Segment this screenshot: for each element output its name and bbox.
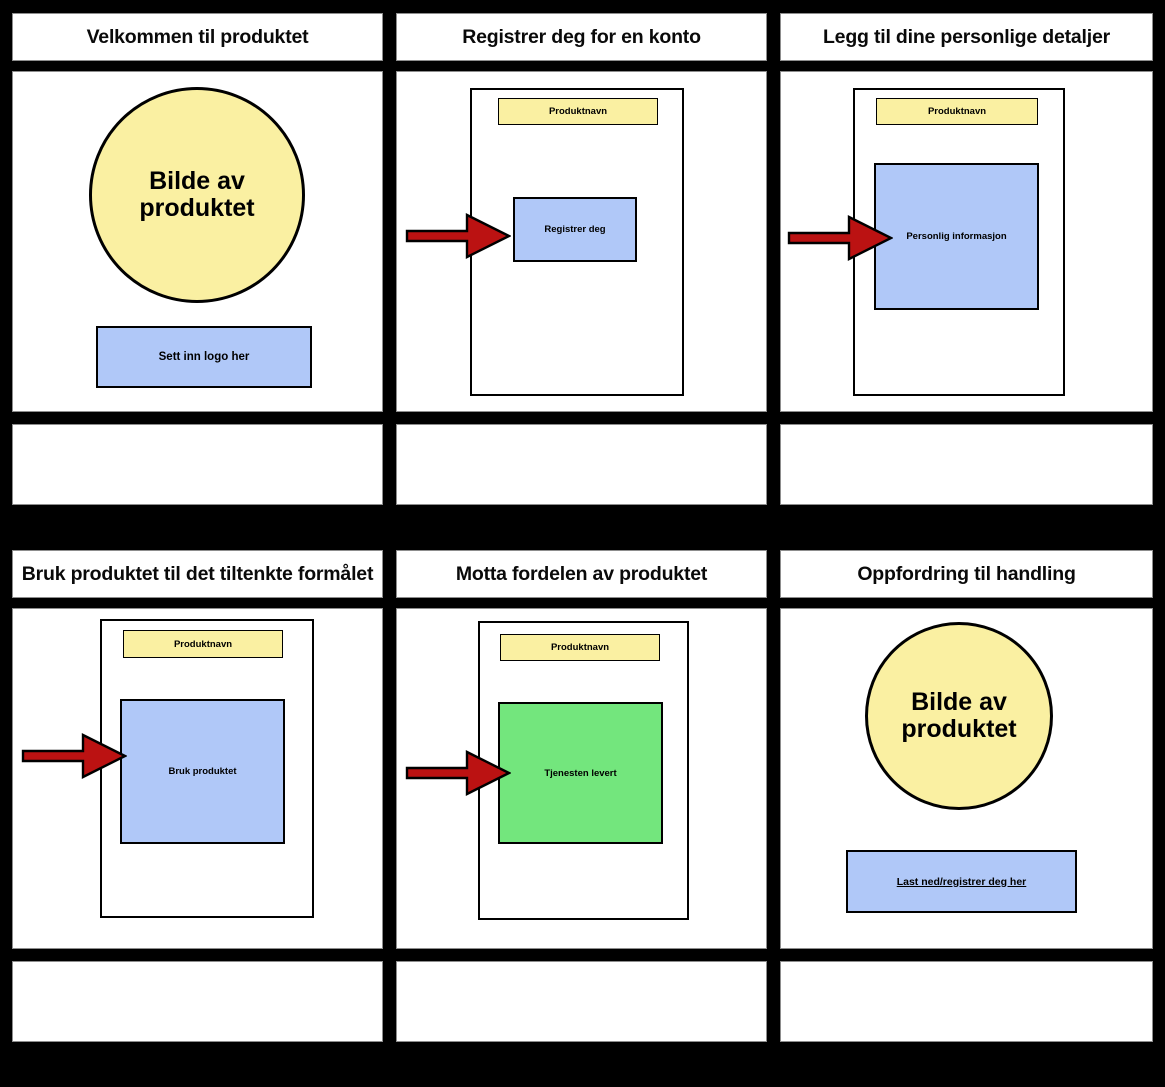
panel-art-area[interactable]: Produktnavn Personlig informasjon [780,71,1153,412]
panel-art-area[interactable]: Bilde av produktet Sett inn logo her [12,71,383,412]
panel-art-area[interactable]: Produktnavn Bruk produktet [12,608,383,949]
panel-title-box[interactable]: Registrer deg for en konto [396,13,767,61]
product-name-bar: Produktnavn [500,634,660,661]
product-name-label: Produktnavn [550,642,610,653]
panel-caption-box[interactable] [12,424,383,505]
panel-title-box[interactable]: Legg til dine personlige detaljer [780,13,1153,61]
panel-title: Motta fordelen av produktet [455,562,708,585]
storyboard-panel-2[interactable]: Registrer deg for en konto Produktnavn R… [396,0,767,520]
panel-caption-box[interactable] [396,961,767,1042]
panel-title: Bruk produktet til det tiltenkte formåle… [21,562,374,585]
product-name-bar: Produktnavn [876,98,1038,125]
product-name-label: Produktnavn [173,638,233,650]
panel-title: Oppfordring til handling [857,562,1076,585]
logo-placeholder-label: Sett inn logo her [158,351,250,363]
storyboard-panel-3[interactable]: Legg til dine personlige detaljer Produk… [780,0,1153,520]
call-to-action-box[interactable]: Last ned/registrer deg her [846,850,1077,913]
panel-caption-box[interactable] [780,961,1153,1042]
panel-caption-box[interactable] [396,424,767,505]
panel-title: Registrer deg for en konto [462,25,701,48]
screen-content-label: Personlig informasjon [906,231,1007,242]
screen-content-box[interactable]: Personlig informasjon [874,163,1039,310]
call-to-action-link[interactable]: Last ned/registrer deg her [896,875,1027,888]
screen-content-box[interactable]: Bruk produktet [120,699,285,844]
product-image-circle-label: Bilde av produktet [139,167,255,222]
product-name-bar: Produktnavn [498,98,658,125]
screen-content-label: Tjenesten levert [544,767,617,779]
pointing-arrow-icon [787,214,893,262]
screen-content-label: Bruk produktet [168,766,237,777]
panel-caption-box[interactable] [780,424,1153,505]
storyboard-panel-6[interactable]: Oppfordring til handling Bilde av produk… [780,537,1153,1057]
panel-title-box[interactable]: Motta fordelen av produktet [396,550,767,598]
product-image-circle-label: Bilde av produktet [901,688,1017,743]
panel-art-area[interactable]: Produktnavn Tjenesten levert [396,608,767,949]
storyboard-panel-1[interactable]: Velkommen til produktet Bilde av produkt… [12,0,383,520]
product-name-label: Produktnavn [548,106,608,117]
panel-title: Velkommen til produktet [86,25,309,48]
panel-title: Legg til dine personlige detaljer [822,25,1111,48]
pointing-arrow-icon [21,732,127,780]
panel-title-box[interactable]: Oppfordring til handling [780,550,1153,598]
panel-caption-box[interactable] [12,961,383,1042]
storyboard-row-2: Bruk produktet til det tiltenkte formåle… [0,537,1165,1057]
screen-content-label: Registrer deg [544,224,606,235]
pointing-arrow-icon [405,212,511,260]
screen-content-box[interactable]: Registrer deg [513,197,637,262]
storyboard-panel-5[interactable]: Motta fordelen av produktet Produktnavn … [396,537,767,1057]
product-image-circle: Bilde av produktet [865,622,1053,810]
pointing-arrow-icon [405,749,511,797]
panel-title-box[interactable]: Bruk produktet til det tiltenkte formåle… [12,550,383,598]
product-name-bar: Produktnavn [123,630,283,658]
panel-title-box[interactable]: Velkommen til produktet [12,13,383,61]
panel-art-area[interactable]: Produktnavn Registrer deg [396,71,767,412]
panel-art-area[interactable]: Bilde av produktet Last ned/registrer de… [780,608,1153,949]
product-name-label: Produktnavn [927,106,987,117]
screen-content-box[interactable]: Tjenesten levert [498,702,663,844]
storyboard-panel-4[interactable]: Bruk produktet til det tiltenkte formåle… [12,537,383,1057]
storyboard-row-1: Velkommen til produktet Bilde av produkt… [0,0,1165,520]
product-image-circle: Bilde av produktet [89,87,305,303]
logo-placeholder-box[interactable]: Sett inn logo her [96,326,312,388]
